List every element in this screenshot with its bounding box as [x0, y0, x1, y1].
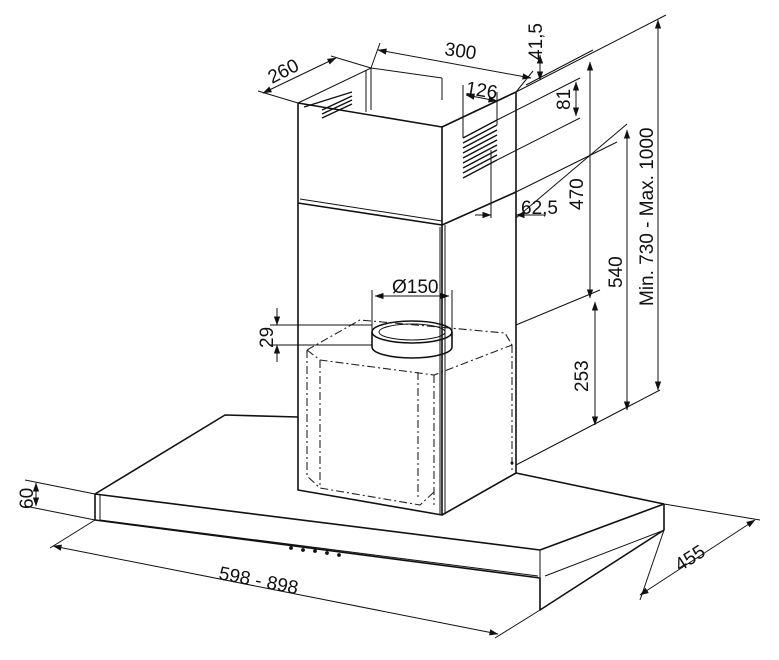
- dim-label-wall-gap: 62,5: [521, 198, 558, 219]
- dim-label-chimney-width: 300: [443, 39, 477, 64]
- upper-chimney: [297, 67, 517, 225]
- dim-label-chimney-height: 540: [606, 256, 627, 288]
- dim-label-upper-chimney-height: 470: [567, 178, 588, 210]
- dim-label-outlet-diameter: Ø150: [392, 277, 438, 298]
- dim-label-vent-width: 126: [464, 78, 499, 104]
- dim-label-total-height: Min. 730 - Max. 1000: [637, 128, 658, 306]
- motor-housing-hidden: [306, 319, 513, 506]
- dim-label-top-offset: 41,5: [526, 23, 547, 60]
- dimension-labels: 260 300 41,5 126 81 62,5 470 540 253 Min…: [17, 23, 709, 599]
- dim-label-lower-height: 253: [572, 360, 593, 392]
- lower-chimney: [297, 191, 517, 516]
- dim-label-chimney-depth: 260: [265, 55, 303, 88]
- dim-label-collar-height: 29: [257, 327, 278, 348]
- dim-label-canopy-thickness: 60: [17, 488, 38, 509]
- right-vent-grille: [462, 119, 498, 179]
- dim-label-hood-width: 598 - 898: [217, 563, 300, 599]
- left-vent-grille: [303, 91, 353, 119]
- dimension-lines: [24, 14, 761, 639]
- canopy: [94, 414, 665, 611]
- dim-label-vent-height: 81: [554, 89, 575, 110]
